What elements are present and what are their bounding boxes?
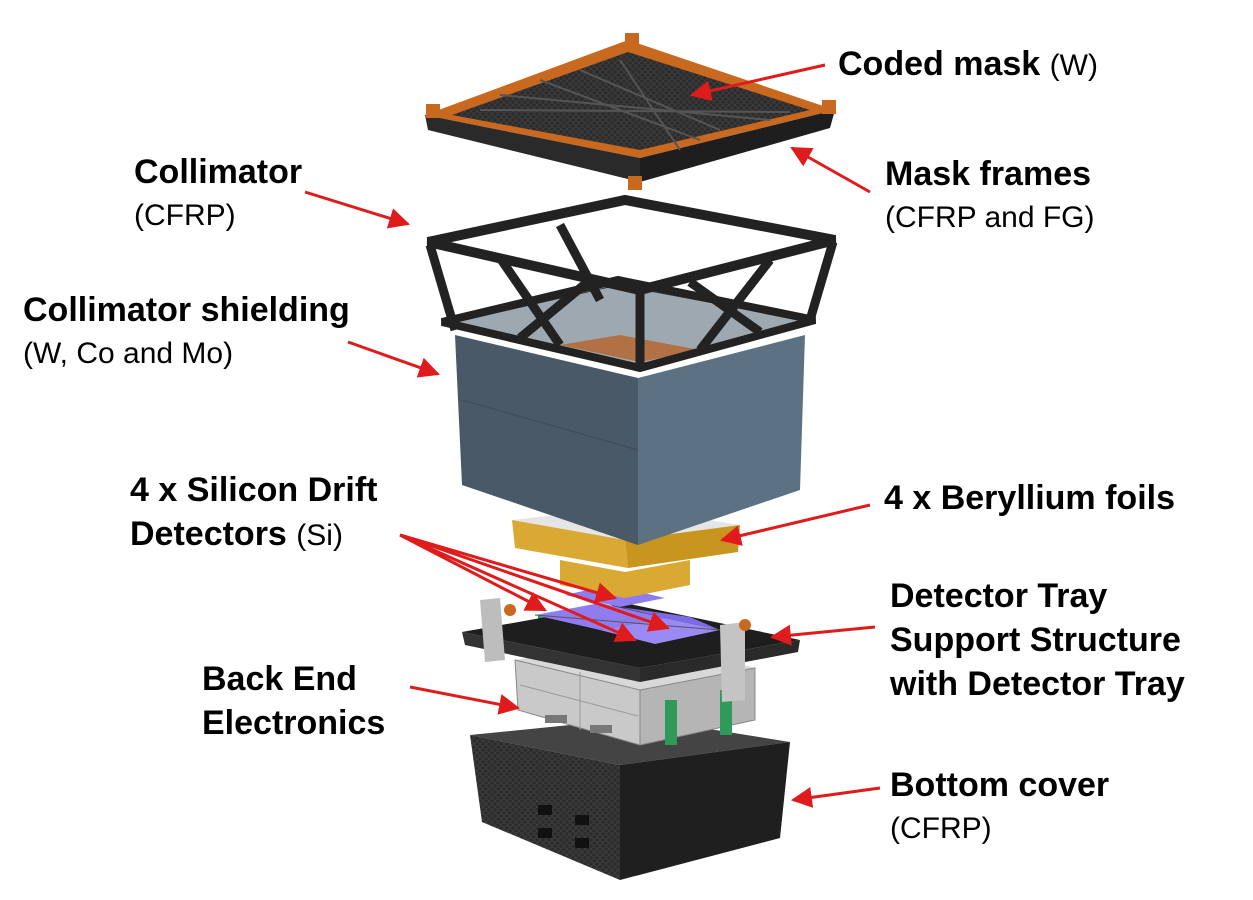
coded-mask-name: Coded mask <box>838 45 1041 83</box>
detector-tray-line1: Detector Tray <box>890 577 1108 615</box>
collimator-shielding-material: (W, Co and Mo) <box>23 337 234 370</box>
silicon-drift-line2: Detectors <box>130 515 287 553</box>
label-collimator-shielding: Collimator shielding (W, Co and Mo) <box>23 288 350 376</box>
silicon-drift-line1: 4 x Silicon Drift <box>130 471 378 509</box>
mask-frames-name: Mask frames <box>885 155 1092 193</box>
arrow-sdd-1 <box>399 533 547 612</box>
bottom-cover-name: Bottom cover <box>890 766 1110 804</box>
silicon-drift-material: (Si) <box>296 519 343 552</box>
detector-tray-line3: with Detector Tray <box>890 665 1185 703</box>
arrow-mask-frames <box>790 146 871 194</box>
coded-mask <box>452 52 810 151</box>
collimator-shielding-name: Collimator shielding <box>23 291 350 329</box>
collimator-name: Collimator <box>134 153 303 191</box>
label-beryllium: 4 x Beryllium foils <box>884 476 1175 520</box>
detector-tray-line2: Support Structure <box>890 621 1181 659</box>
label-mask-frames: Mask frames (CFRP and FG) <box>885 152 1095 240</box>
arrow-sdd-2 <box>399 533 637 642</box>
mask-frames-material: (CFRP and FG) <box>885 201 1095 234</box>
collimator <box>425 194 838 373</box>
arrow-collimator <box>304 190 411 229</box>
bottom-cover-material: (CFRP) <box>890 812 992 845</box>
label-coded-mask: Coded mask (W) <box>838 42 1098 88</box>
arrow-beryllium <box>719 503 871 546</box>
arrow-sdd-4 <box>399 533 670 632</box>
arrow-coded-mask <box>689 63 826 102</box>
collimator-material: (CFRP) <box>134 199 236 232</box>
arrow-back-end <box>409 685 521 715</box>
arrow-collimator-shielding <box>347 340 440 378</box>
back-end-line1: Back End <box>202 660 357 698</box>
label-silicon-drift: 4 x Silicon Drift Detectors (Si) <box>130 468 378 558</box>
collimator-shielding <box>441 284 816 545</box>
callout-arrows <box>304 63 881 808</box>
label-detector-tray: Detector Tray Support Structure with Det… <box>890 574 1185 706</box>
coded-mask-material: (W) <box>1049 49 1098 82</box>
beryllium-name: 4 x Beryllium foils <box>884 479 1175 517</box>
arrow-detector-tray <box>769 624 876 646</box>
label-back-end: Back End Electronics <box>202 657 385 745</box>
arrow-bottom-cover <box>790 786 881 808</box>
label-bottom-cover: Bottom cover (CFRP) <box>890 763 1109 851</box>
label-collimator: Collimator (CFRP) <box>134 150 302 238</box>
arrow-sdd-3 <box>399 533 618 603</box>
back-end-line2: Electronics <box>202 704 386 742</box>
